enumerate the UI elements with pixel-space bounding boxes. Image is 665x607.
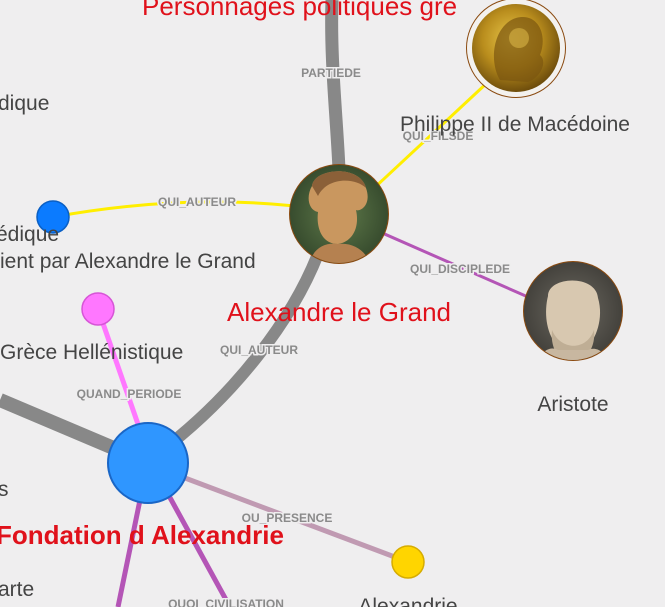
node-fondation-d-alexandrie[interactable] bbox=[107, 422, 189, 504]
label-aristote: Aristote bbox=[537, 393, 608, 416]
bust-portrait-aristotle-icon bbox=[524, 262, 622, 360]
label-philippe-ii: Philippe II de Macédoine bbox=[400, 113, 630, 136]
edge-label-qui-disciplede: QUI_DISCIPLEDE bbox=[410, 262, 510, 276]
edge-label-qui-auteur-mid: QUI_AUTEUR bbox=[220, 343, 298, 357]
edge-label-partiede: PARTIEDE bbox=[301, 66, 361, 80]
edge-partiede[interactable] bbox=[325, 0, 346, 171]
node-grece-hellenistique[interactable] bbox=[81, 292, 115, 326]
nodes-layer bbox=[36, 0, 623, 579]
label-personnages-politiques: Personnages politiques gre bbox=[142, 0, 457, 21]
node-source-left[interactable] bbox=[36, 200, 70, 234]
edge-ou-presence[interactable] bbox=[184, 475, 409, 565]
gold-coin-portrait-icon bbox=[467, 0, 565, 97]
label-grece-hellenistique: Grèce Hellénistique bbox=[0, 341, 183, 364]
node-philippe-ii[interactable] bbox=[466, 0, 566, 100]
label-left-edique: édique bbox=[0, 223, 59, 246]
label-alexandre-le-grand: Alexandre le Grand bbox=[227, 297, 451, 327]
edge-quoi-civilisation[interactable] bbox=[165, 492, 233, 607]
edge-qui-disciplede[interactable] bbox=[379, 230, 529, 299]
bust-portrait-alexander-icon bbox=[290, 165, 388, 263]
edge-labels-layer: PARTIEDE QUI_FILSDE QUI_AUTEUR QUI_DISCI… bbox=[75, 65, 511, 607]
label-left-dique: dique bbox=[0, 92, 49, 115]
edge-quand-periode[interactable] bbox=[95, 308, 143, 431]
edge-qui-filsde[interactable] bbox=[370, 80, 490, 192]
edge-label-ou-presence: OU_PRESENCE bbox=[242, 511, 333, 525]
edge-label-quand-periode: QUAND_PERIODE bbox=[77, 387, 182, 401]
edge-left-grey[interactable] bbox=[0, 393, 133, 462]
label-left-ient: ient par Alexandre le Grand bbox=[0, 250, 256, 273]
node-labels-layer: Personnages politiques gre Philippe II d… bbox=[0, 0, 630, 607]
edge-label-qui-auteur-top: QUI_AUTEUR bbox=[158, 195, 236, 209]
node-aristote[interactable] bbox=[523, 261, 623, 362]
node-alexandrie-city[interactable] bbox=[391, 545, 425, 579]
node-alexandre-le-grand[interactable] bbox=[289, 164, 389, 264]
edges-layer bbox=[0, 0, 529, 607]
edge-qui-auteur-mid[interactable] bbox=[156, 251, 324, 457]
label-alexandrie-city: Alexandrie bbox=[358, 595, 457, 607]
label-left-s: s bbox=[0, 478, 9, 501]
edge-qui-auteur-top[interactable] bbox=[52, 200, 296, 219]
edge-bottom-purple[interactable] bbox=[115, 499, 143, 607]
label-left-arte: arte bbox=[0, 578, 34, 601]
edge-label-quoi-civilisation: QUOI_CIVILISATION bbox=[168, 597, 284, 607]
edge-label-qui-filsde: QUI_FILSDE bbox=[403, 129, 474, 143]
label-fondation-d-alexandrie: Fondation d Alexandrie bbox=[0, 520, 284, 550]
